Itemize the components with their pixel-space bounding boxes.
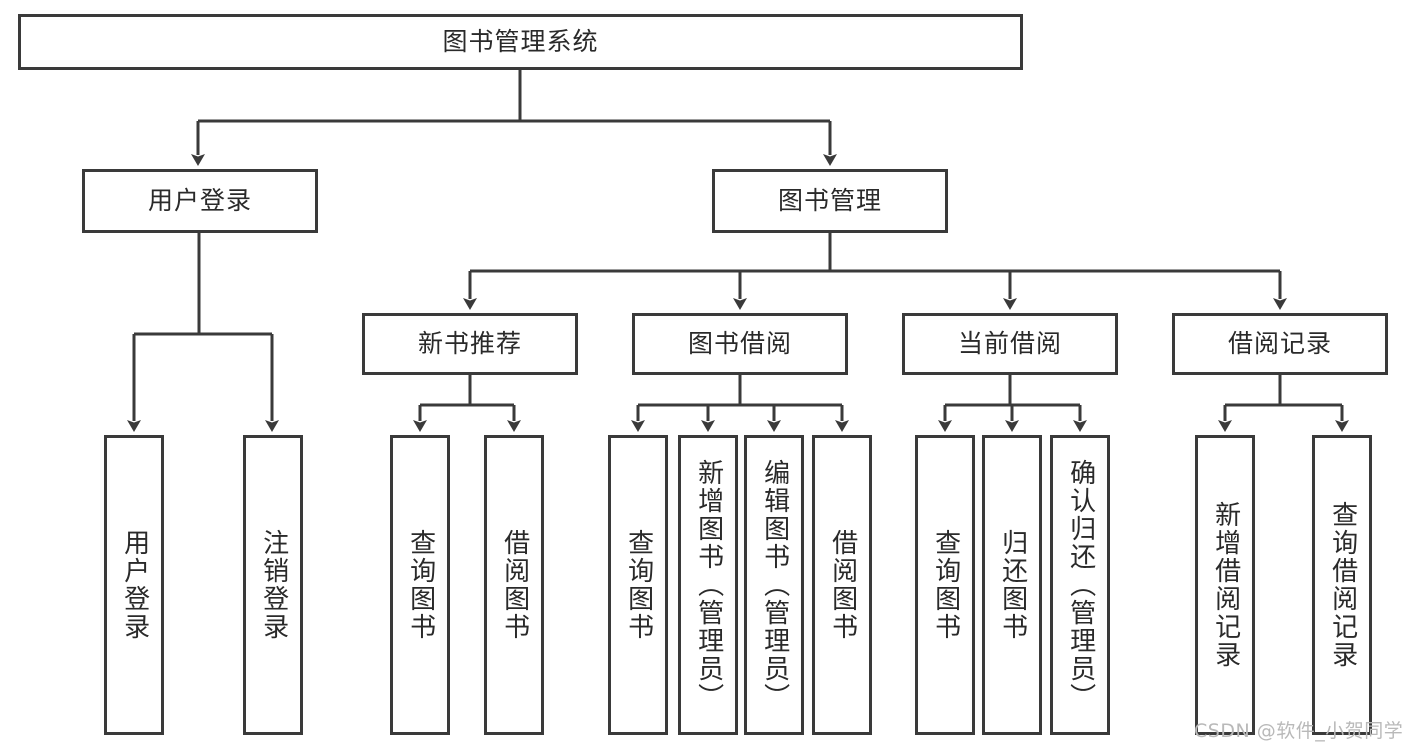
node-label: 注销登录 [258,529,289,641]
node-label: 查询图书 [930,529,961,641]
node-label: 新书推荐 [417,329,522,359]
node-label: 图书借阅 [687,329,792,359]
node-label: 新增图书（管理员） [693,459,724,711]
node-leaf-query-book-2[interactable]: 查询图书 [608,435,668,735]
node-leaf-add-book-admin[interactable]: 新增图书（管理员） [678,435,738,735]
node-current-borrow[interactable]: 当前借阅 [902,313,1118,375]
node-borrow-record[interactable]: 借阅记录 [1172,313,1388,375]
node-book-management-system[interactable]: 图书管理系统 [18,14,1023,70]
node-leaf-edit-book-admin[interactable]: 编辑图书（管理员） [744,435,804,735]
watermark-text: CSDN @软件_小贺同学 [1194,720,1404,742]
node-book-management[interactable]: 图书管理 [712,169,948,233]
node-label: 用户登录 [147,186,252,216]
node-leaf-confirm-return-admin[interactable]: 确认归还（管理员） [1050,435,1110,735]
node-label: 查询图书 [405,529,436,641]
node-label: 查询借阅记录 [1327,501,1358,669]
node-label: 图书管理 [777,186,882,216]
node-label: 图书管理系统 [442,27,599,57]
node-label: 确认归还（管理员） [1065,459,1096,711]
node-leaf-borrow-book-1[interactable]: 借阅图书 [484,435,544,735]
node-leaf-query-borrow-record[interactable]: 查询借阅记录 [1312,435,1372,735]
node-user-login[interactable]: 用户登录 [82,169,318,233]
node-leaf-logout[interactable]: 注销登录 [243,435,303,735]
node-leaf-user-login[interactable]: 用户登录 [104,435,164,735]
node-new-book-recommend[interactable]: 新书推荐 [362,313,578,375]
node-leaf-query-book-1[interactable]: 查询图书 [390,435,450,735]
node-leaf-borrow-book-2[interactable]: 借阅图书 [812,435,872,735]
node-label: 编辑图书（管理员） [759,459,790,711]
node-label: 借阅图书 [499,529,530,641]
node-label: 新增借阅记录 [1210,501,1241,669]
node-leaf-add-borrow-record[interactable]: 新增借阅记录 [1195,435,1255,735]
node-leaf-query-book-3[interactable]: 查询图书 [915,435,975,735]
node-label: 归还图书 [997,529,1028,641]
node-label: 查询图书 [623,529,654,641]
node-label: 借阅图书 [827,529,858,641]
node-leaf-return-book[interactable]: 归还图书 [982,435,1042,735]
node-label: 用户登录 [119,529,150,641]
node-label: 当前借阅 [957,329,1062,359]
node-label: 借阅记录 [1227,329,1332,359]
node-book-borrow[interactable]: 图书借阅 [632,313,848,375]
